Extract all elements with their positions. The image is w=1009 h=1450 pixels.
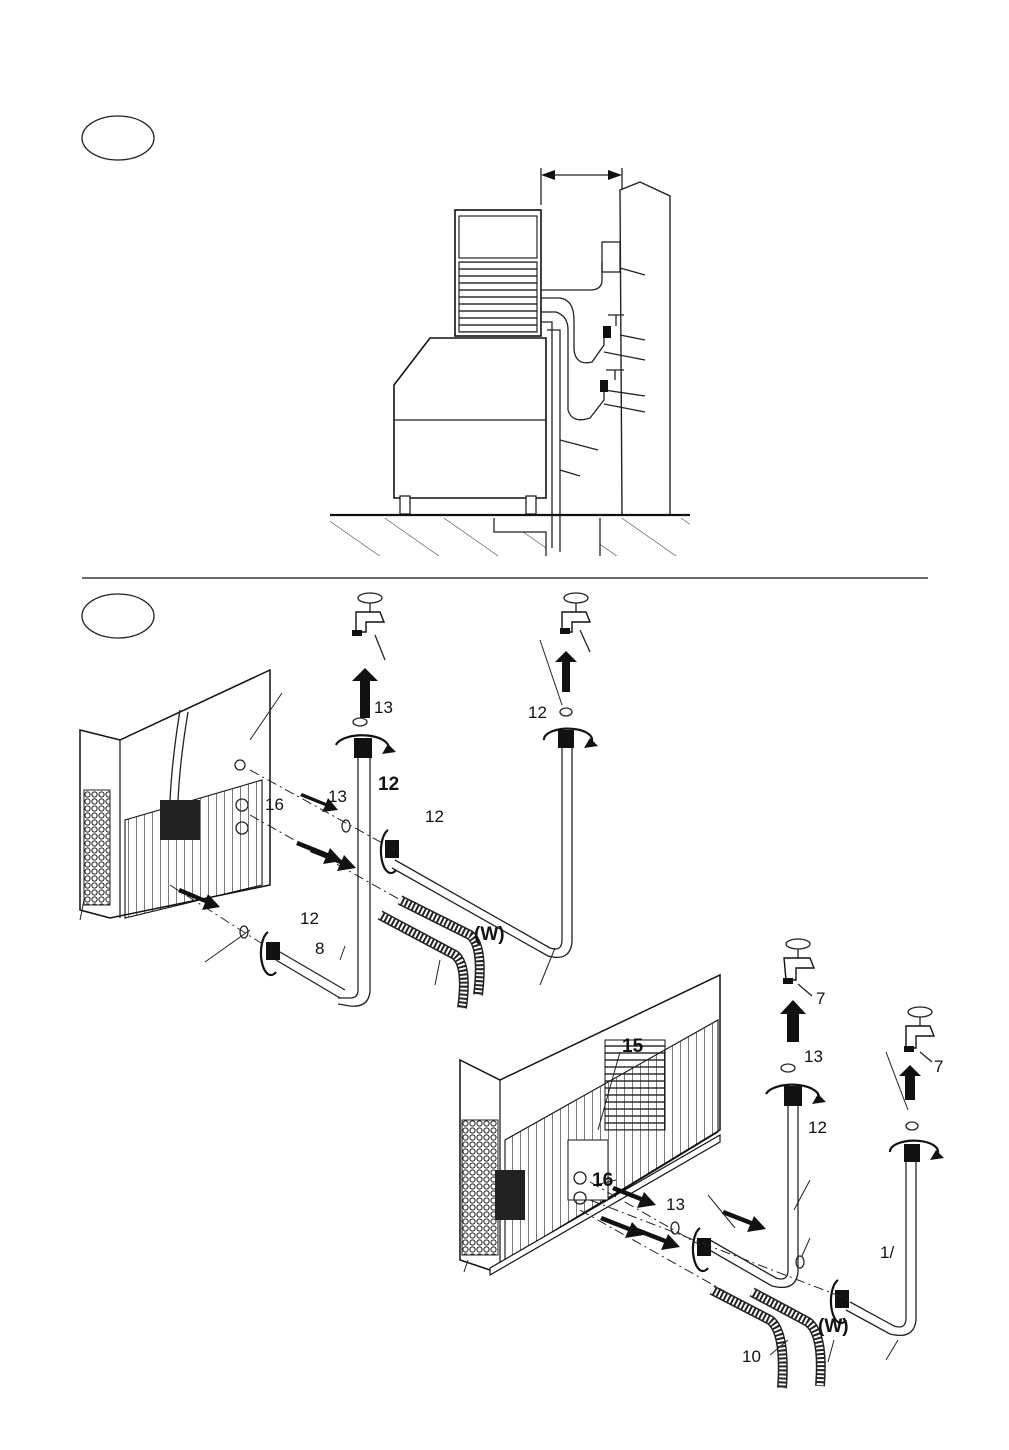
- label-12-top-right: 12: [528, 703, 547, 722]
- washer-right: [560, 708, 572, 716]
- nut-c-right: [890, 1141, 944, 1162]
- label-7-right: 7: [934, 1057, 943, 1076]
- figure-c: 15 7 13 12 7 16 13 1/ 10 (W): [460, 939, 944, 1388]
- label-12-mid: 12: [425, 807, 444, 826]
- nut-top-left: [336, 735, 396, 758]
- figure-b-callout: [82, 594, 154, 638]
- label-12-top-left: 12: [378, 774, 399, 795]
- label-10: 10: [742, 1347, 761, 1366]
- water-tap-lower: [600, 370, 624, 392]
- tube-low: [276, 952, 345, 998]
- washer-c-far: [796, 1256, 804, 1268]
- label-16-left: 16: [265, 795, 284, 814]
- figure-a: [82, 116, 690, 556]
- label-w-right: (W): [818, 1316, 849, 1337]
- wall-socket: [602, 242, 620, 272]
- nut-mid: [381, 830, 399, 873]
- washer-c-right: [906, 1122, 918, 1130]
- label-15: 15: [622, 1036, 644, 1057]
- clearance-dimension-arrow: [541, 168, 622, 205]
- hoses-b: [380, 900, 480, 1008]
- label-13-top-left: 13: [374, 698, 393, 717]
- label-nut-c-far: 1/: [880, 1243, 894, 1262]
- nut-top-right: [544, 729, 598, 748]
- label-13-mid: 13: [328, 787, 347, 806]
- washer-c-left: [781, 1064, 795, 1072]
- nut-low: [261, 932, 280, 975]
- wall: [602, 182, 670, 515]
- up-arrow-c-left: [780, 1000, 806, 1042]
- label-16-c: 16: [592, 1170, 613, 1191]
- label-12-c-top: 12: [808, 1118, 827, 1137]
- figure-a-callout: [82, 116, 154, 160]
- label-13-c-top: 13: [804, 1047, 823, 1066]
- nut-c-mid: [693, 1228, 711, 1271]
- water-tap-c-right: [904, 1007, 934, 1062]
- label-8: 8: [315, 939, 324, 958]
- water-tap-right: [560, 593, 590, 652]
- tube-c-left: [706, 1106, 798, 1287]
- machine-rear-left: [80, 670, 270, 918]
- ice-machine: [394, 210, 546, 514]
- nut-c-left: [766, 1085, 826, 1106]
- label-13-c-mid: 13: [666, 1195, 685, 1214]
- label-12-low: 12: [300, 909, 319, 928]
- label-w-left: (W): [474, 924, 505, 945]
- up-arrow-right: [555, 651, 577, 692]
- connection-guides-c: [580, 1182, 850, 1300]
- machine-rear-right: [460, 975, 720, 1275]
- washer-left: [353, 718, 367, 726]
- figure-b: 13 12 13 12 12 16 12 8 (W): [80, 593, 598, 1008]
- label-7-left: 7: [816, 989, 825, 1008]
- floor: [330, 515, 690, 556]
- water-tap-c-left: [783, 939, 814, 996]
- hoses-c: [712, 1290, 821, 1388]
- water-tap-left: [352, 593, 385, 660]
